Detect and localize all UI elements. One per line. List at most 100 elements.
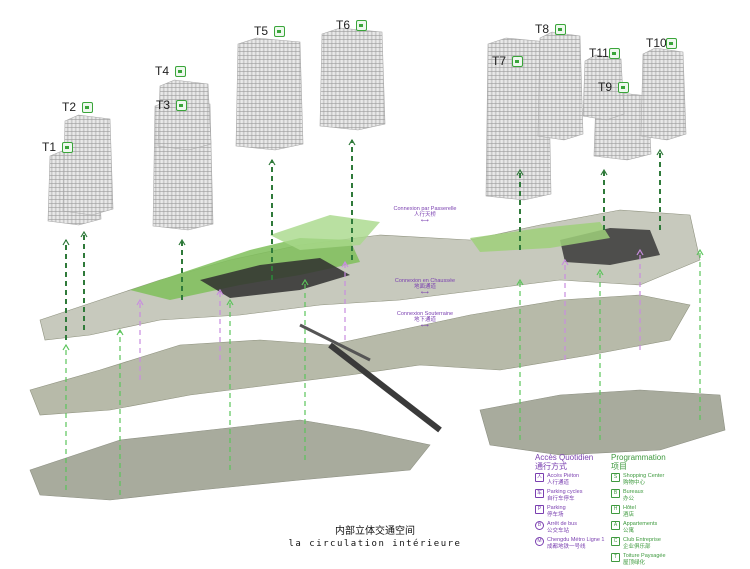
legend-access-label-fr: Parking cycles: [547, 489, 583, 495]
tower-label-t2: T2: [62, 100, 77, 114]
tower-label-t8: T8: [535, 22, 550, 36]
program-badge-icon: [512, 56, 523, 67]
arrow-up-icon: [80, 230, 88, 238]
podium-level: [39, 209, 701, 341]
connection-passerelle-fr: Connexion par Passerelle: [393, 206, 457, 212]
tower-label-t3: T3: [156, 98, 171, 112]
double-arrow-icon: ⟷: [421, 323, 429, 329]
program-badge-icon: [609, 48, 620, 59]
legend-program-label-cn: 公寓: [623, 527, 635, 534]
tower-t10: [640, 47, 687, 141]
legend-access-label-cn: 停车场: [547, 511, 564, 518]
double-arrow-icon: ⟷: [421, 290, 429, 296]
club-icon: C: [611, 537, 620, 546]
tower-t7: [485, 37, 552, 201]
arrow-up-icon: [116, 328, 124, 336]
arrow-up-icon: [216, 288, 224, 296]
arrow-up-icon: [178, 238, 186, 246]
program-badge-icon: [356, 20, 367, 31]
arrow-up-icon: [516, 168, 524, 176]
legend-access-title: Accès Quotidien 通行方式: [535, 453, 611, 471]
tower-label-t5: T5: [254, 24, 269, 38]
legend-program-title-cn: 项目: [611, 462, 627, 471]
legend-access-title-fr: Accès Quotidien: [535, 453, 594, 462]
program-badge-icon: [62, 142, 73, 153]
connection-passerelle: Connexion par Passerelle 人行天桥 ⟷: [380, 206, 470, 224]
arrow-up-icon: [226, 298, 234, 306]
tower-t2: [62, 114, 114, 216]
connection-souterraine: Connexion Souterraine 地下通道 ⟷: [380, 311, 470, 329]
arrow-up-icon: [636, 248, 644, 256]
legend-program-label-cn: 购物中心: [623, 479, 646, 486]
legend-program-label-fr: Bureaux: [623, 489, 644, 495]
connection-chaussee: Connexion en Chaussée 地面通道 ⟷: [380, 278, 470, 296]
legend-program-label-fr: Club Entreprise: [623, 537, 661, 543]
tower-label-t1: T1: [42, 140, 57, 154]
legend-program-label-fr: Hôtel: [623, 505, 636, 511]
bus-icon: B: [535, 521, 544, 530]
arrow-up-icon: [600, 168, 608, 176]
arrow-up-icon: [62, 343, 70, 351]
program-badge-icon: [274, 26, 285, 37]
apartment-icon: A: [611, 521, 620, 530]
program-badge-icon: [175, 66, 186, 77]
arrow-up-icon: [301, 278, 309, 286]
metro-track: [299, 323, 442, 433]
legend-access-label-fr: Chengdu Métro Ligne 1: [547, 537, 605, 543]
tower-label-t6: T6: [336, 18, 351, 32]
legend-program-label-cn: 办公: [623, 495, 635, 502]
tower-t5: [235, 37, 304, 151]
legend-access-title-cn: 通行方式: [535, 462, 567, 471]
shopping-icon: S: [611, 473, 620, 482]
connection-passerelle-cn: 人行天桥: [413, 212, 436, 218]
tower-label-t9: T9: [598, 80, 613, 94]
arrow-up-icon: [341, 260, 349, 268]
hotel-icon: H: [611, 505, 620, 514]
tower-label-t10: T10: [646, 36, 667, 50]
arrow-up-icon: [561, 258, 569, 266]
tower-t6: [319, 27, 386, 131]
tower-label-t11: T11: [589, 46, 609, 60]
arrow-up-icon: [62, 238, 70, 246]
tower-label-t4: T4: [155, 64, 170, 78]
arrow-up-icon: [596, 268, 604, 276]
tower-t8: [537, 31, 584, 141]
metro-icon: M: [535, 537, 544, 546]
legend-access-label-fr: Arrêt de bus: [547, 521, 577, 527]
caption-cn: 内部立体交通空间: [335, 526, 415, 537]
connection-chaussee-cn: 地面通道: [413, 284, 436, 290]
legend-program-label-cn: 屋顶绿化: [623, 559, 646, 566]
program-badge-icon: [82, 102, 93, 113]
connection-chaussee-fr: Connexion en Chaussée: [394, 278, 456, 284]
legend-program-label-fr: Appartements: [623, 521, 658, 527]
legend-access-label-cn: 人行通道: [547, 479, 570, 486]
arrow-up-icon: [348, 138, 356, 146]
arrow-up-icon: [516, 278, 524, 286]
caption-fr: la circulation intérieure: [288, 539, 462, 549]
legend-program-label-fr: Toiture Paysagée: [623, 553, 666, 559]
legend-access-label-cn: 成都地铁一号线: [547, 543, 586, 550]
arrow-up-icon: [268, 158, 276, 166]
legend-program-title: Programmation 项目: [611, 453, 691, 471]
tower-t11: [582, 54, 625, 121]
parking-icon: P: [535, 505, 544, 514]
tower-t4: [157, 79, 212, 151]
connection-souterraine-cn: 地下通道: [413, 317, 436, 323]
program-badge-icon: [176, 100, 187, 111]
double-arrow-icon: ⟷: [421, 218, 429, 224]
connection-souterraine-fr: Connexion Souterraine: [396, 311, 454, 317]
tower-label-t7: T7: [492, 54, 507, 68]
program-badge-icon: [618, 82, 629, 93]
legend-access-label-cn: 自行车停车: [547, 495, 575, 502]
legend-program-title-fr: Programmation: [611, 453, 666, 462]
